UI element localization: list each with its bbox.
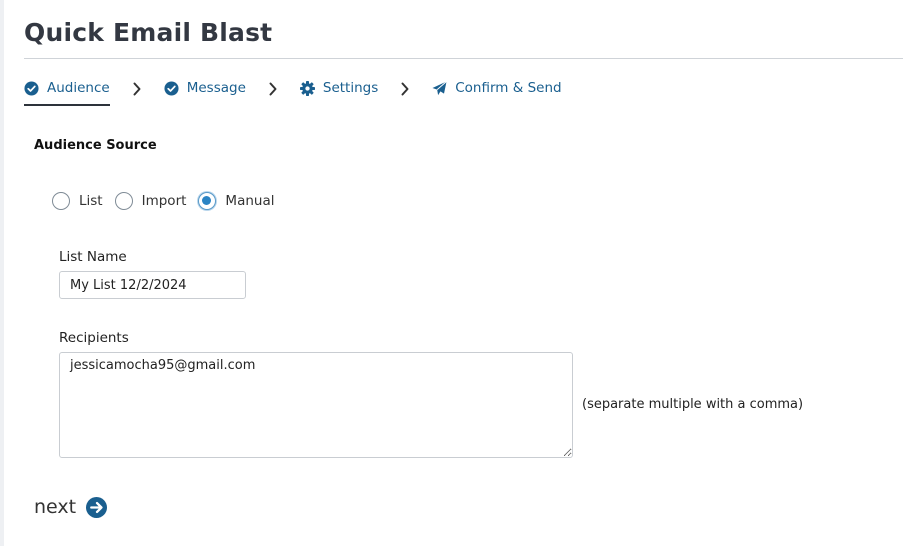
recipients-label: Recipients: [59, 330, 129, 346]
radio-option-manual[interactable]: Manual: [198, 192, 274, 210]
check-circle-icon: [164, 80, 179, 96]
list-name-label: List Name: [59, 249, 127, 265]
step-label: Confirm & Send: [455, 80, 562, 96]
chevron-right-icon: [268, 81, 278, 96]
radio-button-list[interactable]: [52, 192, 70, 210]
step-confirm-send[interactable]: Confirm & Send: [432, 78, 562, 104]
step-label: Message: [186, 80, 246, 96]
step-message[interactable]: Message: [164, 78, 246, 104]
chevron-right-icon: [400, 81, 410, 96]
radio-label-import: Import: [141, 193, 187, 209]
next-label: next: [34, 496, 77, 518]
radio-button-manual[interactable]: [198, 192, 217, 210]
step-audience[interactable]: Audience: [24, 78, 110, 106]
radio-option-list[interactable]: List: [52, 192, 103, 210]
audience-source-heading: Audience Source: [34, 138, 157, 153]
recipients-textarea[interactable]: jessicamocha95@gmail.com: [59, 352, 573, 458]
left-rail: [0, 0, 4, 546]
paper-plane-icon: [432, 80, 448, 96]
page-title: Quick Email Blast: [24, 18, 273, 47]
audience-source-radio-group: List Import Manual: [52, 192, 286, 210]
gear-icon: [299, 80, 315, 96]
recipients-hint: (separate multiple with a comma): [582, 397, 804, 412]
step-label: Settings: [322, 80, 379, 96]
chevron-right-icon: [132, 81, 142, 96]
check-circle-icon: [24, 80, 39, 96]
radio-label-list: List: [79, 193, 103, 209]
arrow-right-circle-icon: [86, 496, 108, 518]
step-label: Audience: [47, 80, 110, 96]
next-button[interactable]: next: [34, 496, 108, 518]
list-name-input[interactable]: [59, 271, 246, 299]
title-divider: [24, 58, 903, 59]
radio-button-import[interactable]: [114, 192, 133, 210]
step-settings[interactable]: Settings: [299, 78, 379, 104]
radio-option-import[interactable]: Import: [114, 192, 187, 210]
wizard-steps: Audience Message Settings: [24, 78, 562, 106]
radio-label-manual: Manual: [225, 193, 275, 209]
